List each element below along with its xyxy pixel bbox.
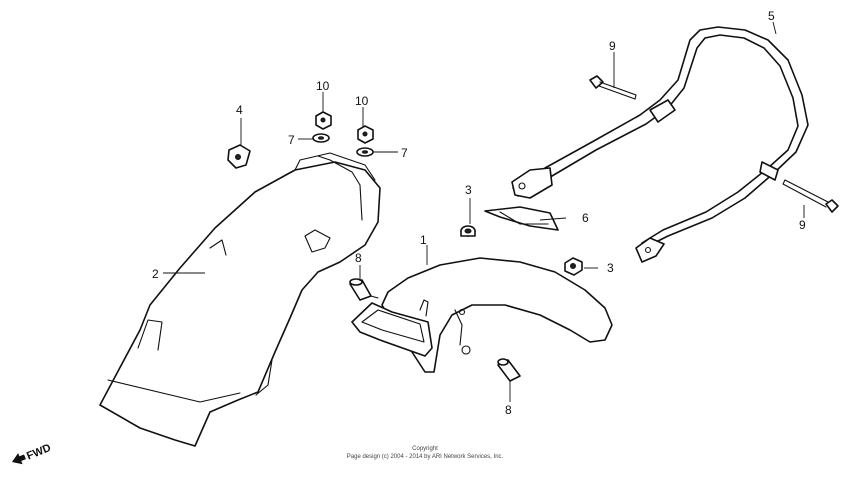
callout-8-right: 8 bbox=[505, 403, 512, 417]
callout-4: 4 bbox=[236, 103, 243, 117]
callout-9-lower: 9 bbox=[799, 218, 806, 232]
callout-9-upper: 9 bbox=[609, 39, 616, 53]
callout-5: 5 bbox=[768, 9, 775, 23]
copyright-notice: Page design (c) 2004 - 2014 by ARI Netwo… bbox=[347, 454, 504, 460]
clip bbox=[227, 144, 251, 169]
grab-rail bbox=[511, 26, 809, 263]
washer-7-left bbox=[312, 133, 330, 143]
callout-7-right: 7 bbox=[401, 146, 408, 160]
collar-8-left bbox=[349, 278, 379, 301]
bolt-9-upper bbox=[589, 75, 637, 100]
nut-10-left bbox=[315, 111, 332, 130]
callout-3-right: 3 bbox=[607, 261, 614, 275]
callout-8-left: 8 bbox=[355, 251, 362, 265]
callout-10-right: 10 bbox=[355, 94, 369, 108]
fwd-arrow-icon bbox=[12, 453, 26, 465]
nut-10-right bbox=[357, 125, 374, 144]
callout-10-left: 10 bbox=[316, 79, 330, 93]
nut-right bbox=[564, 257, 583, 276]
washer-7-right bbox=[356, 147, 374, 157]
nut-upper bbox=[460, 225, 476, 237]
inner-fender bbox=[99, 152, 381, 447]
fwd-label: FWD bbox=[25, 442, 53, 463]
callout-6: 6 bbox=[582, 211, 589, 225]
fwd-indicator: FWD bbox=[12, 442, 53, 465]
callout-3-upper: 3 bbox=[465, 183, 472, 197]
collar-8-right bbox=[497, 358, 521, 382]
bolt-9-lower bbox=[782, 179, 839, 213]
leader-lines bbox=[163, 21, 805, 402]
rail-cushion bbox=[484, 206, 559, 231]
rear-fender bbox=[351, 257, 613, 373]
callout-2: 2 bbox=[152, 267, 159, 281]
copyright-heading: Copyright bbox=[412, 446, 438, 452]
callout-1: 1 bbox=[420, 233, 427, 247]
callout-7-left: 7 bbox=[288, 133, 295, 147]
